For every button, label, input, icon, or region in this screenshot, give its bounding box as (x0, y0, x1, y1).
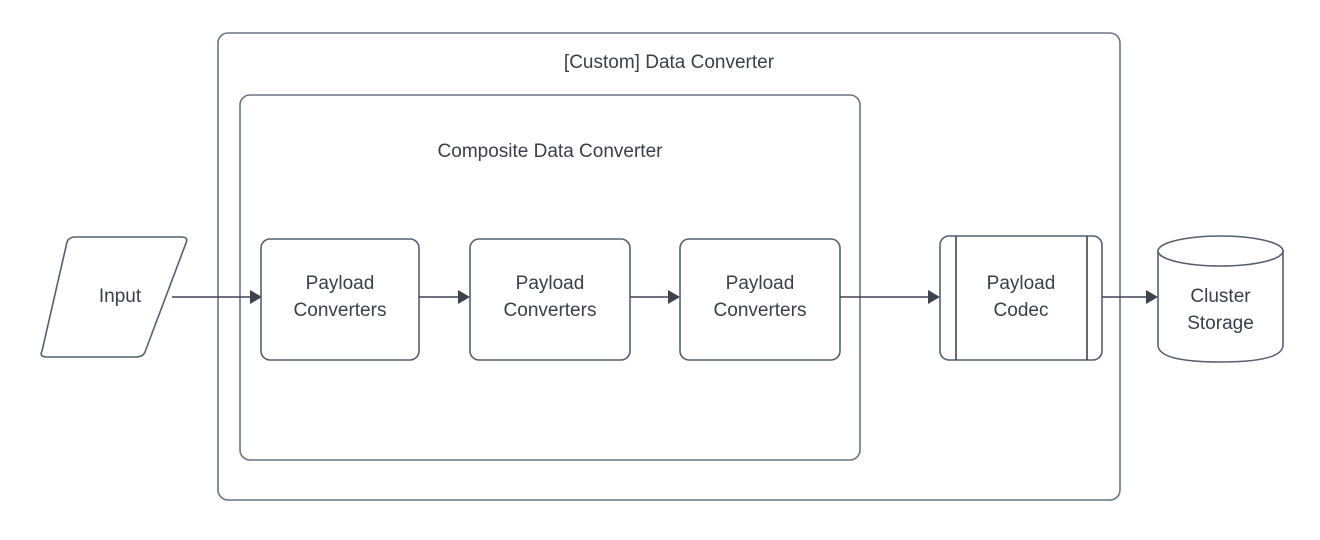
arrowhead-icon (668, 290, 680, 304)
container-custom-data-converter-title: [Custom] Data Converter (564, 52, 775, 73)
node-payload-converters-1-label-line2: Converters (294, 300, 387, 321)
arrowhead-icon (458, 290, 470, 304)
node-payload-converters-3-label-line2: Converters (714, 300, 807, 321)
node-payload-codec[interactable]: Payload Codec (939, 235, 1103, 361)
container-composite-data-converter-title: Composite Data Converter (438, 141, 664, 162)
arrowhead-icon (250, 290, 262, 304)
edge-payload-converters-1-to-2 (419, 290, 470, 304)
node-payload-codec-shape[interactable] (939, 235, 1103, 361)
node-payload-converters-1-shape[interactable] (260, 238, 420, 361)
node-payload-converters-1-label-line1: Payload (306, 273, 375, 294)
edge-payload-converters-2-to-3 (630, 290, 680, 304)
arrowhead-icon (928, 290, 940, 304)
arrowhead-icon (1146, 290, 1158, 304)
container-composite-data-converter[interactable] (239, 94, 861, 461)
node-payload-converters-2-label-line2: Converters (504, 300, 597, 321)
edge-codec-to-cluster-storage (1102, 290, 1158, 304)
edge-payload-converters-3-to-codec (840, 290, 940, 304)
node-cluster-storage[interactable]: Cluster Storage (1157, 235, 1284, 363)
node-cluster-storage-label-line2: Storage (1187, 313, 1254, 334)
node-payload-converters-2-shape[interactable] (469, 238, 631, 361)
node-input-label: Input (99, 286, 142, 307)
cylinder-body (1157, 250, 1284, 363)
node-input-shape[interactable] (40, 236, 188, 358)
node-payload-codec-label-line1: Payload (987, 273, 1056, 294)
node-payload-converters-3-label-line1: Payload (726, 273, 795, 294)
container-custom-data-converter[interactable] (217, 32, 1121, 501)
cylinder-top-ellipse (1157, 235, 1284, 267)
node-payload-converters-3-shape[interactable] (679, 238, 841, 361)
node-payload-codec-label-line2: Codec (994, 300, 1049, 321)
node-cluster-storage-label-line1: Cluster (1190, 286, 1251, 307)
node-payload-converters-2-label-line1: Payload (516, 273, 585, 294)
edge-input-to-payload-converters-1 (172, 290, 262, 304)
